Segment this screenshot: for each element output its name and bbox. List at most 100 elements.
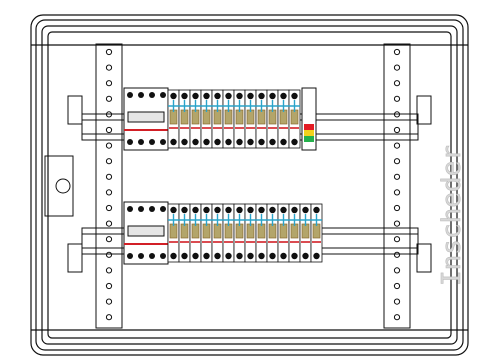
terminal-screw — [181, 138, 188, 146]
terminal-screw — [192, 252, 199, 260]
strip-hole — [105, 314, 113, 321]
bracket-right-bottom — [416, 243, 432, 273]
terminal-screw — [214, 92, 221, 100]
terminal-screw — [236, 92, 243, 100]
terminal-screw — [127, 92, 133, 98]
strip-hole — [393, 80, 401, 87]
terminal-screw — [149, 92, 155, 98]
terminal-screw — [149, 139, 155, 145]
terminal-screw — [170, 206, 177, 214]
terminal-label — [180, 109, 189, 125]
terminal-screw — [127, 139, 133, 145]
breaker-handle — [127, 225, 165, 237]
strip-hole — [105, 220, 113, 227]
terminal-screw — [181, 206, 188, 214]
strip-hole — [393, 298, 401, 305]
terminal-screw — [258, 252, 265, 260]
terminal-screw — [181, 252, 188, 260]
terminal-screw — [291, 206, 298, 214]
terminal-screw — [192, 92, 199, 100]
terminal-screw — [170, 138, 177, 146]
strip-hole — [393, 158, 401, 165]
terminal-screw — [160, 92, 166, 98]
terminal-screw — [127, 253, 133, 259]
terminal-label — [246, 223, 255, 239]
terminal-label — [301, 223, 310, 239]
enclosure-inner — [41, 25, 458, 345]
strip-hole — [105, 80, 113, 87]
terminal-screw — [236, 252, 243, 260]
strip-hole — [393, 95, 401, 102]
terminal-label — [268, 109, 277, 125]
strip-hole — [105, 142, 113, 149]
strip-hole — [105, 189, 113, 196]
device-row-lower — [123, 201, 323, 265]
terminal-label — [268, 223, 277, 239]
terminal-screw — [203, 206, 210, 214]
watermark-logo: Inscheder — [437, 145, 466, 286]
terminal-screw — [149, 206, 155, 212]
terminal-label — [169, 109, 178, 125]
terminal-screw — [302, 206, 309, 214]
terminal-label — [191, 223, 200, 239]
enclosure-outer-2 — [35, 19, 464, 351]
terminal-screw — [170, 92, 177, 100]
terminal-screw — [214, 206, 221, 214]
terminal-screw — [280, 252, 287, 260]
side-brackets — [67, 95, 432, 273]
terminal-screw — [138, 206, 144, 212]
terminal-label — [191, 109, 200, 125]
strip-hole — [105, 48, 113, 56]
terminal-screw — [258, 206, 265, 214]
terminal-screw — [138, 92, 144, 98]
terminal-screw — [181, 92, 188, 100]
terminal-screw — [247, 206, 254, 214]
device-row-upper — [123, 87, 317, 151]
terminal-label — [257, 109, 266, 125]
enclosure-outer — [30, 14, 469, 356]
terminal-screw — [138, 139, 144, 145]
strip-hole — [393, 251, 401, 258]
terminal-screw — [127, 206, 133, 212]
terminal-screw — [236, 206, 243, 214]
terminal-label — [202, 223, 211, 239]
terminal-screw — [258, 138, 265, 146]
mounting-strip-right — [383, 43, 411, 329]
terminal-label — [279, 109, 288, 125]
strip-hole — [393, 189, 401, 196]
terminal-screw — [280, 206, 287, 214]
terminal-screw — [225, 138, 232, 146]
enclosure — [30, 14, 469, 356]
terminal-screw — [269, 138, 276, 146]
strip-hole — [393, 267, 401, 274]
terminal-screw — [247, 92, 254, 100]
mounting-strip-left — [95, 43, 123, 329]
strip-hole — [105, 173, 113, 180]
left-hinge — [44, 155, 74, 217]
terminal-screw — [247, 252, 254, 260]
terminal-screw — [214, 138, 221, 146]
bracket-left-bottom — [67, 243, 83, 273]
strip-hole — [393, 173, 401, 180]
indicator-yellow — [304, 130, 314, 136]
strip-hole — [393, 236, 401, 243]
strip-hole — [105, 126, 113, 134]
terminal-screw — [313, 206, 320, 214]
terminal-screw — [269, 92, 276, 100]
strip-hole — [105, 158, 113, 165]
strip-hole — [393, 220, 401, 227]
terminal-label — [235, 109, 244, 125]
terminal-screw — [236, 138, 243, 146]
terminal-screw — [280, 92, 287, 100]
terminal-screw — [170, 252, 177, 260]
terminal-screw — [258, 92, 265, 100]
terminal-label — [235, 223, 244, 239]
strip-hole — [393, 126, 401, 134]
terminal-screw — [291, 138, 298, 146]
mounting-strips — [95, 43, 411, 329]
strip-hole — [393, 204, 401, 212]
bracket-left-top — [67, 95, 83, 125]
terminal-label — [290, 223, 299, 239]
terminal-screw — [192, 138, 199, 146]
